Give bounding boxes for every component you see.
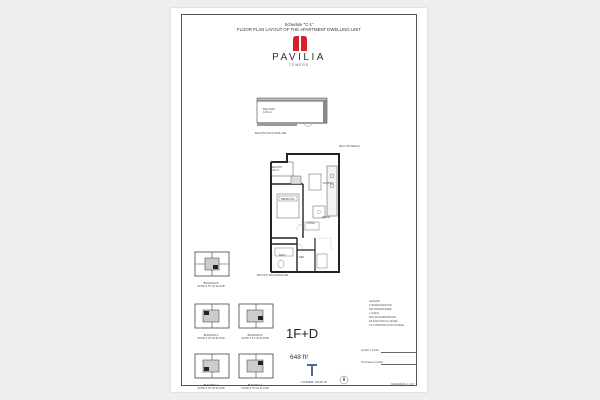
balcony-upper-note: BALCONY EXCLUSIVE USE [255, 132, 287, 135]
balcony-exclusive-note: BALCONY EXCLUSIVE USE [257, 274, 289, 277]
key-plan-5 [238, 353, 274, 379]
kitchen-label: KITCHEN [323, 182, 334, 185]
legend-item: L LINEN [369, 312, 379, 315]
legend: LEGEND F REFRIGERATOR DW DISHWASHER L LI… [369, 300, 405, 328]
den-label: DEN [299, 256, 305, 259]
unit-floor-plan [270, 153, 340, 273]
schedule-title: Schedule "C-1" FLOOR PLAN LAYOUT OF THE … [171, 22, 427, 32]
legend-item: EP ELECTRICAL PANEL [369, 320, 399, 323]
balcony-plan-upper [256, 97, 328, 127]
legend-item: DW DISHWASHER [369, 308, 392, 311]
dining-label: DINING [322, 216, 331, 219]
developer-name: TOWER GROUP [301, 380, 328, 384]
brand-name: PAVILIA [272, 52, 326, 63]
unit-type: 1F+D [286, 326, 319, 341]
vendor-initials-label: Vendor's Initials [361, 349, 380, 352]
vendor-initials-line[interactable] [381, 352, 417, 353]
unit-area: 648 ft² [290, 354, 309, 361]
legend-item: CP COMMUNICATION PANEL [369, 324, 405, 327]
living-label: LIVING [307, 222, 315, 225]
floor-plan-sheet: Schedule "C-1" FLOOR PLAN LAYOUT OF THE … [171, 8, 427, 392]
balcony-lower-label: BALCONY 0.00 m² [271, 166, 283, 172]
bedroom-label: BEDROOM [281, 198, 295, 201]
key-plan-4 [194, 353, 230, 379]
purchaser-initials-label: Purchaser's Initials [361, 361, 383, 364]
purchaser-initials-line[interactable] [381, 364, 417, 365]
brand-subtitle: TOWERS [289, 63, 309, 67]
key-plan-2 [194, 303, 230, 329]
legend-item: W/D WASHER/DRYER [369, 316, 396, 319]
wall-ceiling-note: WALL OR CEILING [339, 145, 360, 148]
bath-label: BATH [279, 254, 286, 257]
schedule-line: Schedule "C-1" [284, 22, 314, 27]
legend-title: LEGEND [369, 300, 380, 303]
schedule-subtitle: FLOOR PLAN LAYOUT OF THE APARTMENT DWELL… [237, 27, 361, 32]
balcony-upper-label: BALCONY 0.00 m² [263, 108, 276, 114]
sheet-border [181, 14, 417, 386]
legend-item: F REFRIGERATOR [369, 304, 392, 307]
pavilia-logo-icon [293, 36, 307, 51]
north-arrow-icon [339, 375, 349, 385]
issue-date: DECEMBER 14, 2017 [391, 383, 415, 386]
tower-group-logo-icon [307, 364, 317, 376]
key-plan-3 [238, 303, 274, 329]
key-plan-1 [194, 251, 230, 277]
